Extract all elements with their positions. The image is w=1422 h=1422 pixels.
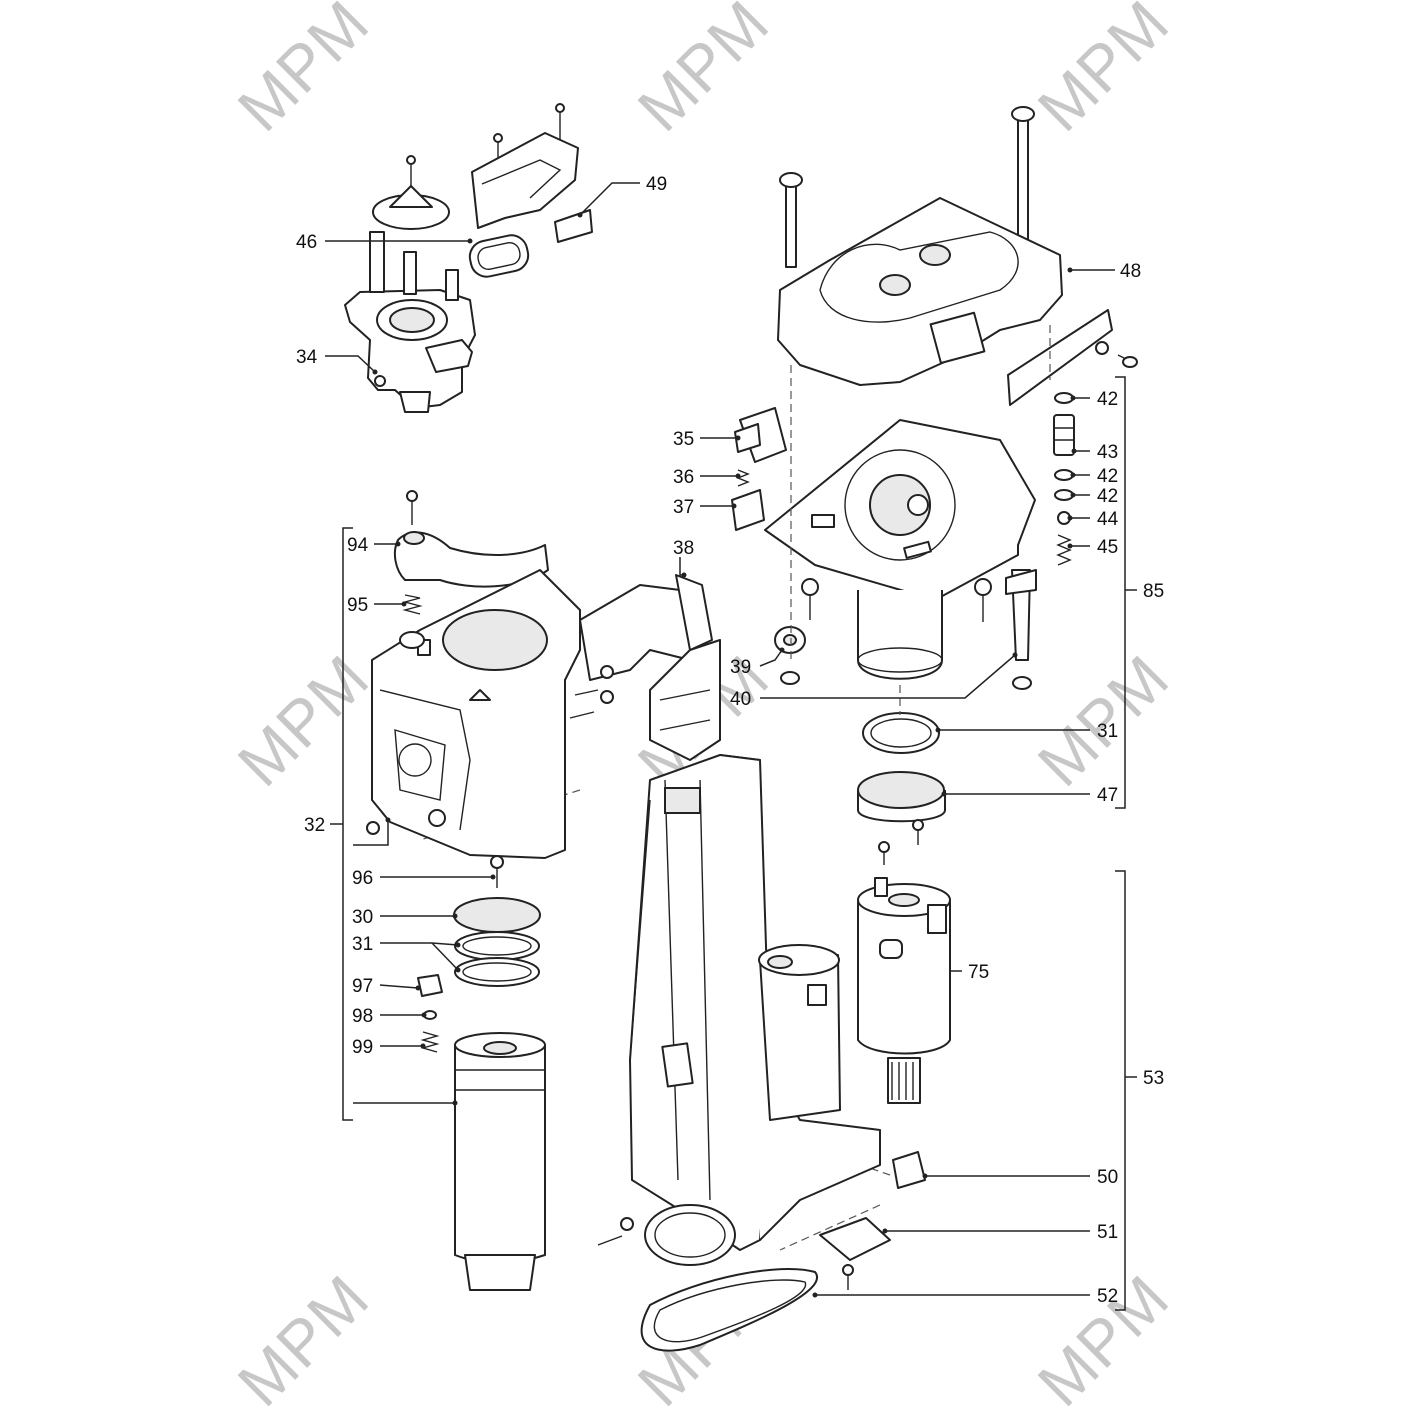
callout-96: 96 xyxy=(352,868,373,889)
callout-95: 95 xyxy=(347,595,368,616)
part-motor-rear xyxy=(758,944,841,1121)
part-bracket-with-screws xyxy=(471,103,579,229)
callout-38: 38 xyxy=(673,538,694,559)
callout-94: 94 xyxy=(347,535,369,556)
part-30-sieve xyxy=(453,897,541,933)
callout-97: 97 xyxy=(352,976,373,997)
callout-43: 43 xyxy=(1097,442,1118,463)
callout-numbers: 49 46 34 48 42 43 42 42 44 45 85 35 36 3… xyxy=(296,174,1164,1307)
bracket-53 xyxy=(1115,870,1137,1311)
part-main-tower xyxy=(597,754,881,1266)
callout-31: 31 xyxy=(1097,721,1118,742)
part-94-lever xyxy=(393,490,549,588)
part-46-gasket xyxy=(468,234,530,278)
bracket-85 xyxy=(1115,376,1137,809)
callout-53: 53 xyxy=(1143,1068,1164,1089)
callout-46: 46 xyxy=(296,232,317,253)
leader-lines xyxy=(325,182,1115,1298)
part-39-gear xyxy=(774,626,806,685)
part-96-screw xyxy=(490,855,504,888)
callout-85: 85 xyxy=(1143,581,1164,602)
watermark: MPM xyxy=(1024,0,1183,145)
callout-31: 31 xyxy=(352,934,373,955)
part-cylinder xyxy=(454,1032,546,1291)
callout-32: 32 xyxy=(304,815,325,836)
callout-47: 47 xyxy=(1097,785,1118,806)
callout-99: 99 xyxy=(352,1037,373,1058)
part-49-clip xyxy=(554,209,593,243)
parts-97-99-valve xyxy=(417,974,443,1053)
part-95-spring xyxy=(402,594,423,615)
callout-42: 42 xyxy=(1097,486,1118,507)
watermark: MPM xyxy=(624,0,783,145)
part-50-sensor xyxy=(892,1151,926,1189)
callout-34: 34 xyxy=(296,347,318,368)
callout-42: 42 xyxy=(1097,466,1118,487)
callout-52: 52 xyxy=(1097,1286,1118,1307)
parts-35-37-latch xyxy=(731,407,787,531)
callout-75: 75 xyxy=(968,962,989,983)
part-38-arm-plate xyxy=(649,574,721,761)
part-47-sieve-holder xyxy=(857,771,946,865)
parts-screws-washers-mid xyxy=(569,665,614,719)
callout-48: 48 xyxy=(1120,261,1141,282)
watermark: MPM xyxy=(224,641,383,800)
callout-50: 50 xyxy=(1097,1167,1118,1188)
watermark: MPM xyxy=(224,0,383,145)
callout-44: 44 xyxy=(1097,509,1119,530)
callout-49: 49 xyxy=(646,174,667,195)
part-34-valve-housing xyxy=(344,155,476,413)
callout-35: 35 xyxy=(673,429,694,450)
part-51-plate xyxy=(819,1217,891,1290)
part-85-carrier-plate xyxy=(764,419,1036,680)
part-75-motor xyxy=(857,877,951,1104)
callout-36: 36 xyxy=(673,467,694,488)
callout-98: 98 xyxy=(352,1006,373,1027)
part-52-belt xyxy=(640,1268,818,1352)
part-31-rings-lower xyxy=(454,931,540,987)
callout-40: 40 xyxy=(730,689,751,710)
callout-51: 51 xyxy=(1097,1222,1118,1243)
part-32-brew-unit xyxy=(366,569,701,859)
callout-39: 39 xyxy=(730,657,751,678)
watermark: MPM xyxy=(224,1261,383,1420)
callout-37: 37 xyxy=(673,497,694,518)
callout-30: 30 xyxy=(352,907,373,928)
callout-42: 42 xyxy=(1097,389,1118,410)
part-31-ring-top xyxy=(862,712,940,754)
bracket-32 xyxy=(330,527,353,1121)
callout-45: 45 xyxy=(1097,537,1118,558)
part-48-top-frame xyxy=(777,106,1138,406)
